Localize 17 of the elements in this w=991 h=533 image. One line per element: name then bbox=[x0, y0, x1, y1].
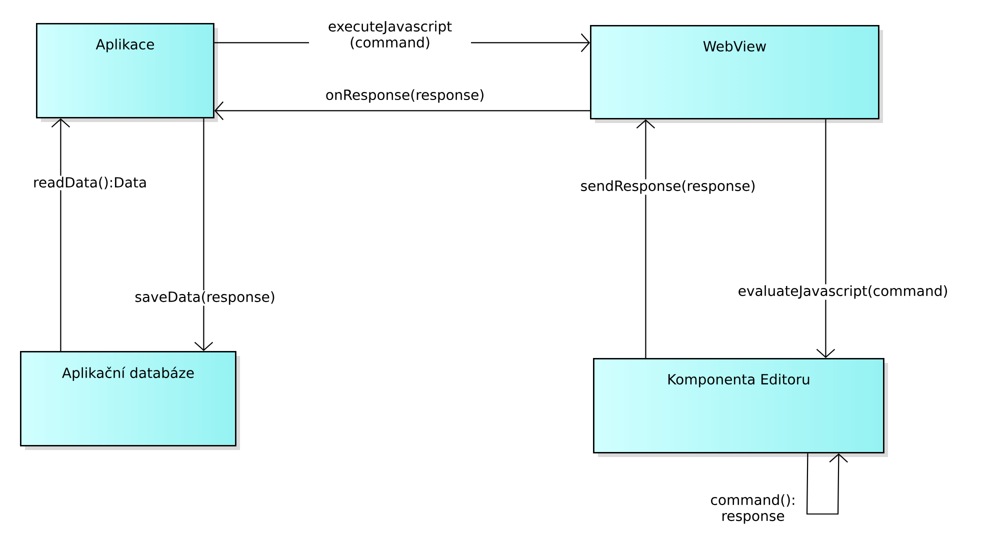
edge-label: command(): response bbox=[704, 493, 802, 525]
class-box: Aplikace bbox=[36, 23, 218, 122]
class-box: Aplikační databáze bbox=[20, 351, 240, 450]
arrow bbox=[806, 453, 848, 515]
class-box: Komponenta Editoru bbox=[593, 358, 888, 457]
class-box: WebView bbox=[590, 25, 883, 123]
arrow bbox=[51, 118, 70, 351]
arrow bbox=[636, 119, 656, 358]
arrow bbox=[816, 119, 836, 358]
edge-label: evaluateJavascript(command) bbox=[736, 284, 950, 300]
edge-label: onResponse(response) bbox=[324, 88, 486, 104]
edge-label: sendResponse(response) bbox=[579, 179, 757, 195]
arrow bbox=[214, 101, 590, 120]
arrow bbox=[194, 118, 214, 351]
edge-label: readData():Data bbox=[32, 176, 148, 190]
edge-label: executeJavascript (command) bbox=[309, 20, 471, 50]
edge-label: saveData(response) bbox=[134, 290, 276, 306]
